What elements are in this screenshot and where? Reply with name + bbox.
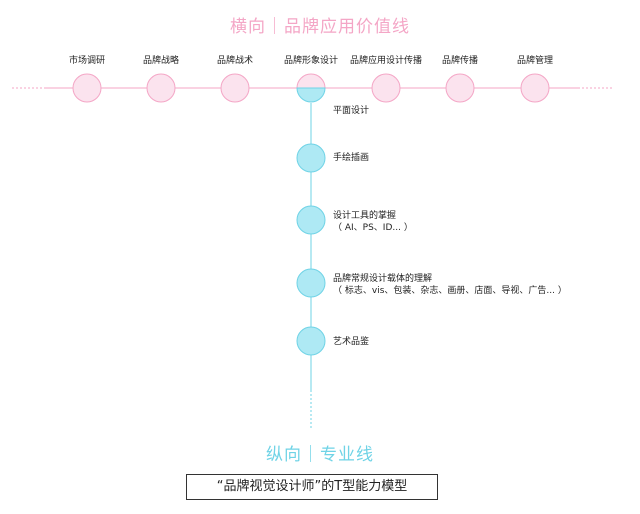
horizontal-title: 横向｜品牌应用价值线 (230, 17, 410, 37)
h-label-1: 市场调研 (68, 56, 105, 66)
intersection-node-top (296, 73, 326, 89)
v-node-2 (296, 143, 326, 173)
h-node-3 (220, 73, 250, 103)
v-label-3-title: 设计工具的掌握 (333, 211, 397, 221)
model-caption: “品牌视觉设计师”的T型能力模型 (186, 474, 438, 500)
h-label-5: 品牌应用设计传播 (349, 56, 422, 66)
h-node-2 (146, 73, 176, 103)
h-node-5 (371, 73, 401, 103)
h-node-6 (445, 73, 475, 103)
v-node-4 (296, 268, 326, 298)
v-label-1: 平面设计 (333, 105, 369, 117)
v-label-3: 设计工具的掌握 （ AI、PS、ID... ） (333, 210, 413, 234)
h-label-4: 品牌形象设计 (283, 56, 338, 66)
v-label-5: 艺术品鉴 (333, 336, 369, 348)
v-label-2: 手绘插画 (333, 152, 369, 164)
intersection-node-bottom (296, 87, 326, 103)
v-label-3-sub: （ AI、PS、ID... ） (333, 223, 413, 233)
h-node-7 (520, 73, 550, 103)
v-label-1-title: 平面设计 (333, 106, 370, 116)
h-label-7: 品牌管理 (516, 56, 553, 66)
h-label-6: 品牌传播 (441, 56, 478, 66)
v-label-4-title: 品牌常规设计载体的理解 (333, 274, 433, 284)
v-label-4-sub: （ 标志、vis、包装、杂志、画册、店面、导视、广告... ） (333, 286, 567, 296)
v-label-4: 品牌常规设计载体的理解 （ 标志、vis、包装、杂志、画册、店面、导视、广告..… (333, 273, 567, 297)
v-node-3 (296, 205, 326, 235)
h-label-3: 品牌战术 (216, 56, 253, 66)
h-node-1 (72, 73, 102, 103)
h-label-2: 品牌战略 (142, 56, 179, 66)
v-node-5 (296, 326, 326, 356)
v-label-2-title: 手绘插画 (333, 153, 370, 163)
vertical-title: 纵向｜专业线 (266, 445, 374, 465)
v-label-5-title: 艺术品鉴 (333, 337, 370, 347)
